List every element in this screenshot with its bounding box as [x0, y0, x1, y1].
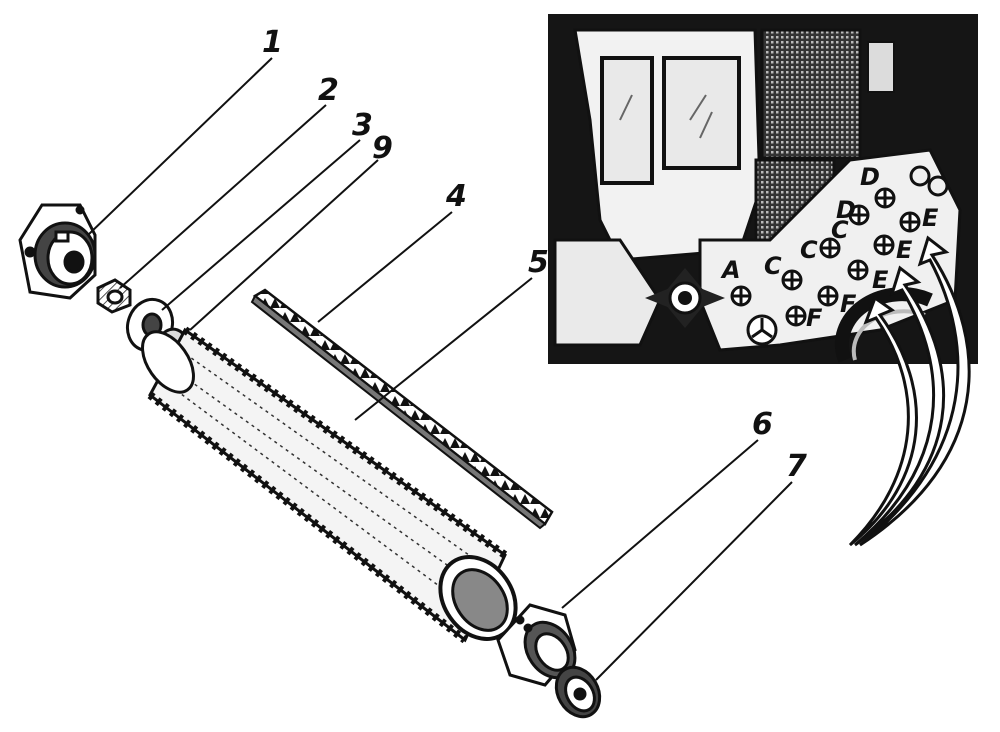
- inset-letter-e3: E: [872, 266, 889, 294]
- label-part-5: 5: [528, 245, 549, 280]
- part-7-bearing: [554, 665, 602, 719]
- label-part-4: 4: [445, 179, 467, 214]
- part-5-drum: [141, 326, 518, 644]
- label-part-6: 6: [752, 407, 773, 442]
- inset-letter-f1: F: [806, 304, 823, 332]
- inset-letter-e1: E: [922, 204, 939, 232]
- label-part-9: 9: [372, 131, 393, 166]
- part-1-flanged-housing: [18, 203, 97, 300]
- machine-inset: A C C C D D E E E F F: [548, 14, 978, 364]
- part-2-coupling: [96, 278, 132, 314]
- label-part-3: 3: [352, 108, 373, 143]
- inset-letter-d2: D: [860, 163, 880, 191]
- part-4-toothed-rack: [250, 288, 554, 530]
- three-spoke-fitting: [746, 314, 778, 346]
- label-part-1: 1: [262, 25, 283, 60]
- inset-letter-c3: C: [831, 216, 849, 244]
- inset-letter-d1: D: [836, 196, 856, 224]
- inset-letter-a: A: [720, 256, 741, 284]
- inset-letter-f2: F: [840, 290, 857, 318]
- part-6-end-housing: [496, 603, 577, 687]
- cab-window-left: [600, 56, 654, 185]
- radiator-grille: [760, 28, 862, 160]
- leader-lines: [87, 57, 793, 681]
- control-cluster: [645, 268, 725, 328]
- chain-symbol: [909, 165, 949, 197]
- label-part-2: 2: [318, 73, 339, 108]
- label-part-7: 7: [786, 449, 807, 484]
- grease-points: [730, 187, 921, 327]
- inset-letter-c2: C: [800, 236, 818, 264]
- inset-letter-e2: E: [896, 236, 913, 264]
- flow-arrows: [848, 235, 971, 547]
- cab-window-right: [662, 56, 741, 170]
- inset-letter-c1: C: [764, 252, 782, 280]
